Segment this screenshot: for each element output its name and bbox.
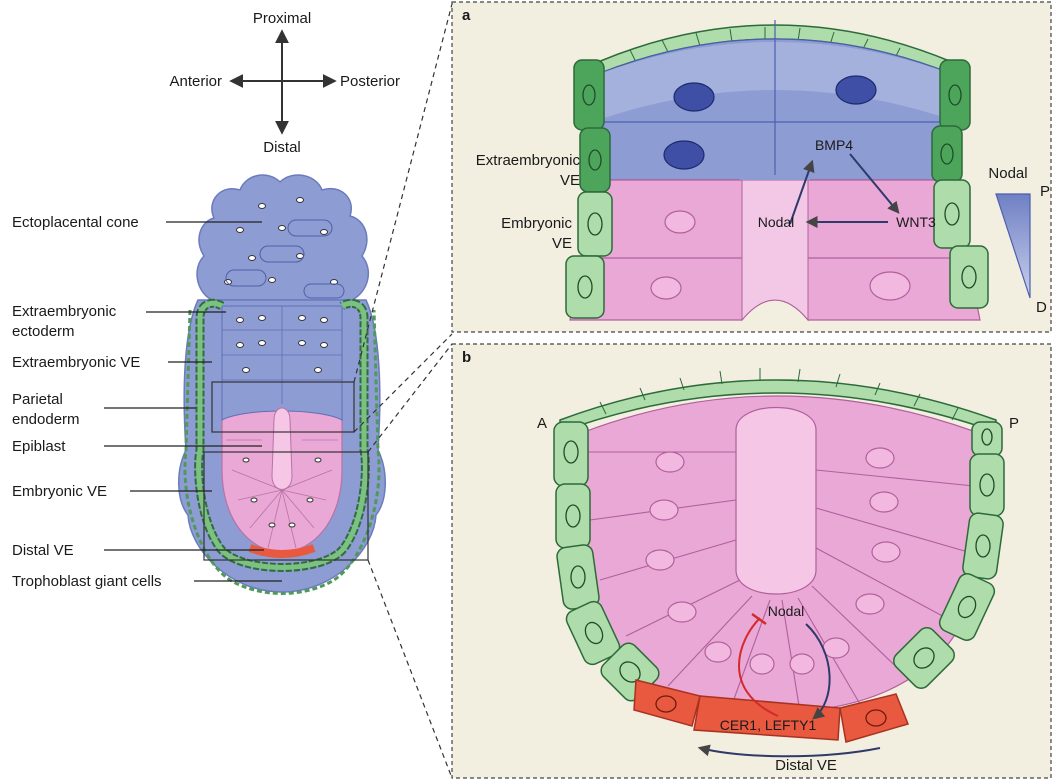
label-parietal-endoderm-1: Parietal [12, 391, 63, 408]
panel-a-embryonic-label-2: VE [552, 235, 572, 252]
distal-label: Distal [263, 139, 301, 156]
panel-a-extraembryonic-label-2: VE [560, 172, 580, 189]
axis-cross [232, 32, 334, 132]
label-extraembryonic-ectoderm-2: ectoderm [12, 323, 75, 340]
gene-bmp4: BMP4 [815, 137, 853, 153]
gene-nodal-b: Nodal [768, 603, 805, 619]
proamniotic-cavity [272, 408, 292, 490]
gradient-d: D [1036, 299, 1047, 316]
label-ectoplacental-cone: Ectoplacental cone [12, 214, 139, 231]
panel-b-letter: b [462, 349, 471, 366]
panel-a-extraembryonic-label-1: Extraembryonic [476, 152, 581, 169]
panel-a-letter: a [462, 7, 471, 24]
posterior-label: Posterior [340, 73, 400, 90]
panel-a-embryonic-label-1: Embryonic [501, 215, 572, 232]
panel-b [452, 344, 1051, 778]
label-trophoblast: Trophoblast giant cells [12, 573, 162, 590]
label-embryonic-ve: Embryonic VE [12, 483, 107, 500]
proximal-label: Proximal [253, 10, 311, 27]
gradient-title: Nodal [988, 165, 1027, 182]
label-epiblast: Epiblast [12, 438, 66, 455]
label-extraembryonic-ectoderm-1: Extraembryonic [12, 303, 117, 320]
label-parietal-endoderm-2: endoderm [12, 411, 80, 428]
panel-b-posterior: P [1009, 415, 1019, 432]
gradient-p: P [1040, 183, 1050, 200]
label-extraembryonic-ve: Extraembryonic VE [12, 354, 140, 371]
ectoplacental-cone [197, 175, 368, 300]
gene-nodal-a: Nodal [758, 214, 795, 230]
anterior-label: Anterior [169, 73, 222, 90]
gene-wnt3: WNT3 [896, 214, 936, 230]
gene-cer1-lefty1: CER1, LEFTY1 [720, 717, 817, 733]
panel-b-anterior: A [537, 415, 547, 432]
label-distal-ve: Distal VE [12, 542, 74, 559]
panel-b-distal-ve: Distal VE [775, 757, 837, 774]
